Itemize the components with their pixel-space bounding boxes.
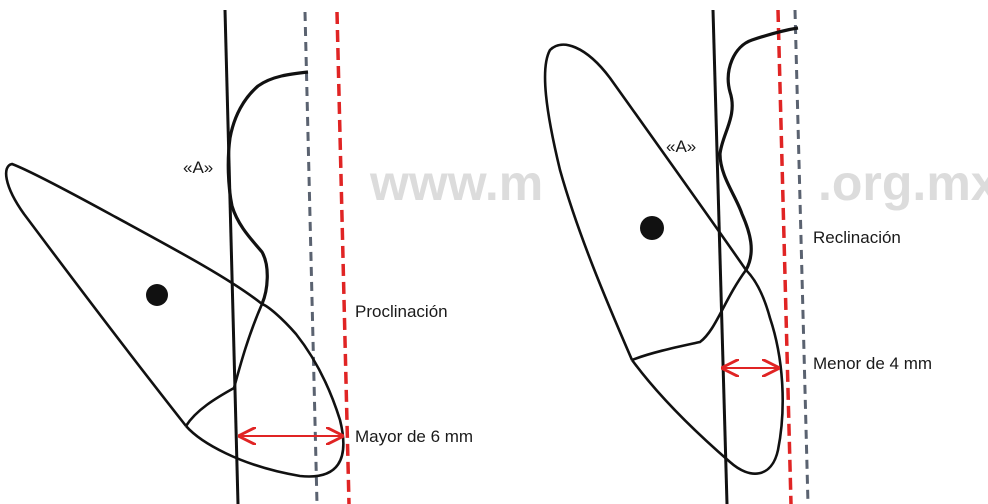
left-movement-label: Proclinación [355, 302, 448, 321]
right-centroid-dot [640, 216, 664, 240]
left-vertical-reference-line [223, 9, 240, 504]
right-incisor-crown [630, 269, 784, 475]
right-cej-line [631, 269, 748, 362]
right-vertical-reference-line [711, 9, 729, 504]
right-distance-label: Menor de 4 mm [813, 354, 932, 373]
left-maxilla-profile [226, 70, 309, 305]
right-movement-label: Reclinación [813, 228, 901, 247]
right-maxilla-profile [718, 26, 799, 271]
right-gray-dashed-line [793, 9, 810, 504]
watermark-left: www.m [369, 155, 543, 211]
left-incisor-root [4, 162, 263, 427]
left-panel: «A» Proclinación Mayor de 6 mm [4, 9, 473, 504]
left-gray-dashed-line [303, 11, 319, 504]
right-point-a-label: «A» [666, 137, 696, 156]
left-point-a-label: «A» [183, 158, 213, 177]
left-distance-label: Mayor de 6 mm [355, 427, 473, 446]
left-centroid-dot [146, 284, 168, 306]
left-red-dashed-line [335, 11, 351, 504]
right-panel: «A» Reclinación Menor de 4 mm [543, 9, 932, 504]
left-incisor-crown [185, 302, 345, 478]
watermark-right: .org.mx [818, 155, 988, 211]
right-red-dashed-line [776, 9, 793, 504]
left-cej-line [184, 303, 264, 427]
right-incisor-root [543, 43, 748, 361]
